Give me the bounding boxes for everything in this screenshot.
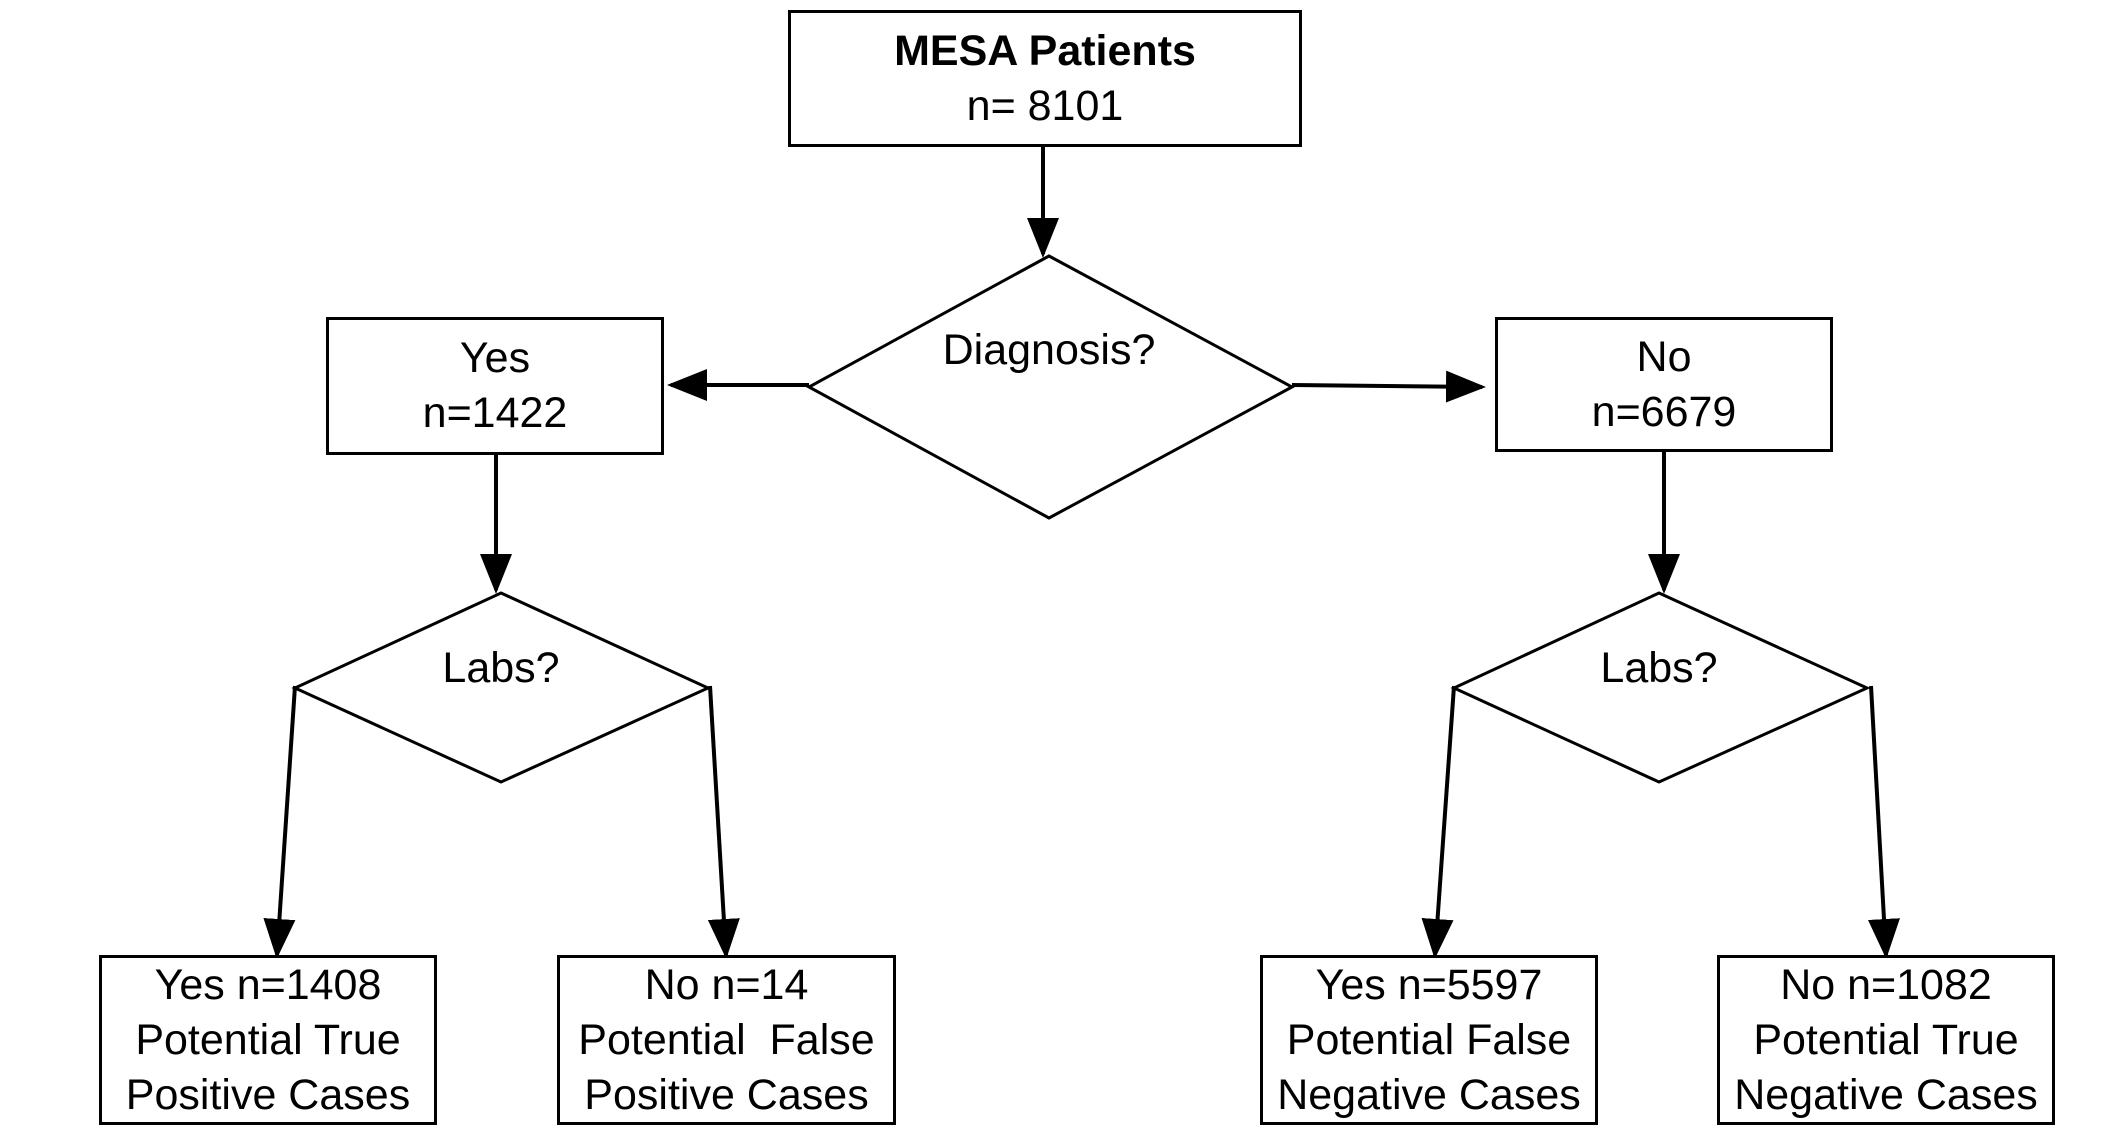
labs-label-right: Labs?: [1600, 644, 1718, 692]
outcome-line: Positive Cases: [125, 1070, 411, 1119]
outcome-true-positive-box: Yes n=1408 Potential True Positive Cases: [99, 955, 437, 1125]
arrow-labs-left-yes: [263, 685, 297, 959]
outcome-line: No n=1082: [1780, 960, 1992, 1009]
labs-label-left: Labs?: [442, 644, 560, 692]
outcome-false-positive-box: No n=14 Potential False Positive Cases: [557, 955, 896, 1125]
outcome-line: Negative Cases: [1277, 1070, 1581, 1119]
arrow-labs-right-no: [1868, 685, 1900, 959]
yes-branch-label: Yes: [459, 334, 531, 382]
diagnosis-label: Diagnosis?: [942, 326, 1156, 374]
outcome-line: Positive Cases: [584, 1070, 869, 1119]
outcome-line: Yes n=5597: [1315, 960, 1543, 1009]
outcome-line: Negative Cases: [1734, 1070, 2038, 1119]
outcome-line: Potential False: [578, 1015, 875, 1064]
arrow-labs-left-no: [707, 685, 740, 959]
outcome-line: Potential False: [1286, 1015, 1572, 1064]
outcome-false-negative-box: Yes n=5597 Potential False Negative Case…: [1260, 955, 1598, 1125]
no-branch-count: n=6679: [1591, 387, 1737, 436]
root-count: n= 8101: [966, 81, 1124, 130]
root-title: MESA Patients: [894, 26, 1196, 75]
outcome-true-negative-box: No n=1082 Potential True Negative Cases: [1717, 955, 2055, 1125]
outcome-line: Potential True: [135, 1015, 401, 1064]
no-branch-label: No: [1636, 332, 1692, 381]
no-branch-box: No n=6679: [1495, 317, 1833, 452]
arrow-labs-right-yes: [1421, 685, 1456, 959]
yes-branch-box: Yes n=1422: [326, 317, 664, 455]
yes-branch-count: n=1422: [422, 389, 568, 437]
labs-diamond-left: [291, 591, 712, 784]
outcome-line: Yes n=1408: [154, 960, 382, 1009]
labs-diamond-right: [1450, 591, 1871, 784]
arrow-diagnosis-to-no: [1291, 370, 1486, 403]
outcome-line: Potential True: [1753, 1015, 2019, 1064]
diagnosis-diamond: [805, 254, 1296, 520]
outcome-line: No n=14: [644, 960, 809, 1009]
root-box: MESA Patients n= 8101: [788, 10, 1302, 147]
